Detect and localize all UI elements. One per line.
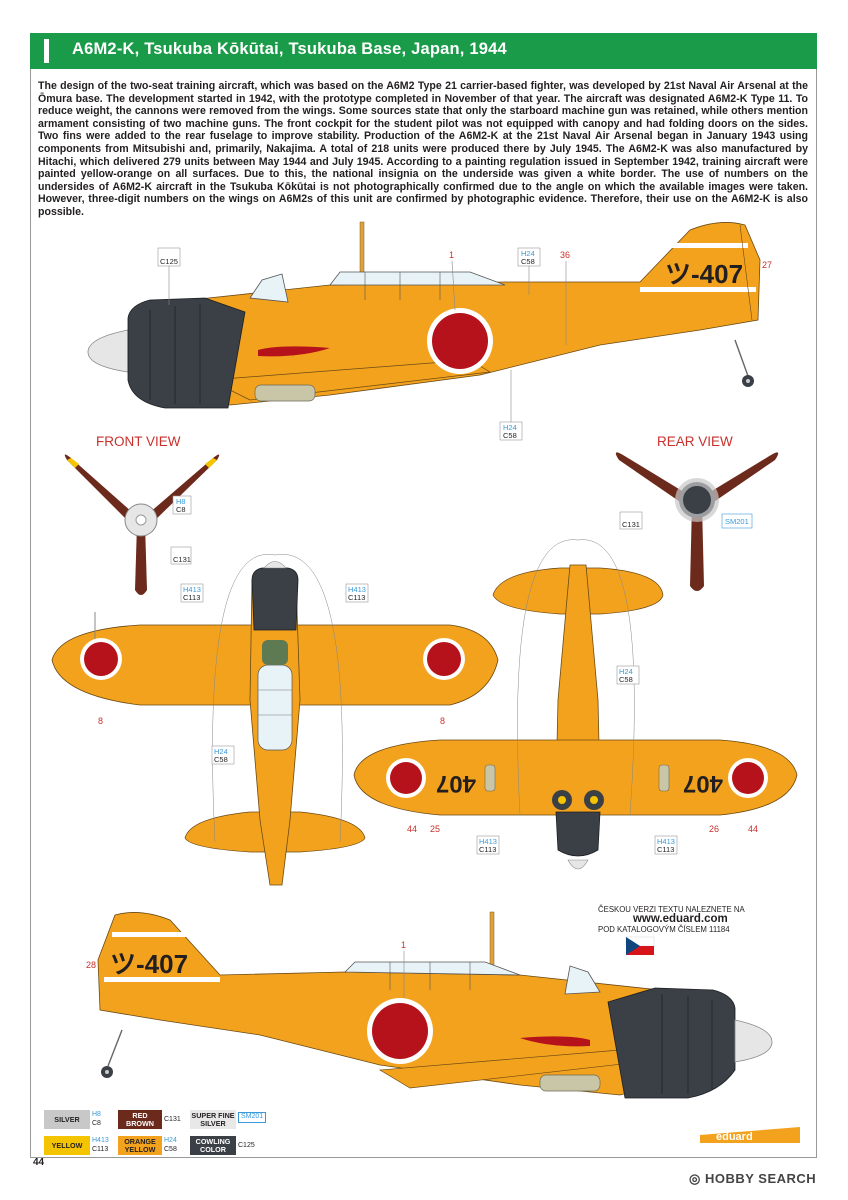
callout-sm201: SM201 (725, 517, 749, 526)
legend-swatch-super-fine-silver: SUPER FINE SILVER (190, 1110, 236, 1129)
callout-8-right: 8 (440, 716, 445, 726)
wing-code-right: 407 (683, 770, 723, 797)
side-profile-right: ツ-407 (97, 911, 773, 1099)
czech-note-line1: ČESKOU VERZI TEXTU NALEZNETE NA (598, 905, 745, 914)
callout-h413-bottom-left: H413 (479, 837, 497, 846)
propeller-rear-view (615, 452, 779, 591)
callouts-top-profile: C125 1 H24 C58 36 27 H24 C58 (157, 247, 772, 441)
propeller-front-view (64, 454, 220, 595)
callout-44-left: 44 (407, 824, 417, 834)
callout-h413-bottom-right: H413 (657, 837, 675, 846)
side-profile-left: ツ-407 (87, 221, 761, 409)
callout-h8: H8 (176, 497, 186, 506)
tail-code-left: ツ-407 (665, 259, 743, 289)
callout-c58-bottom-view: C58 (619, 675, 633, 684)
callout-1-bottom: 1 (401, 940, 406, 950)
svg-text:eduard: eduard (716, 1131, 753, 1143)
czech-note-line2: POD KATALOGOVÝM ČÍSLEM 11184 (598, 925, 730, 934)
callout-h24-bottom: H24 (503, 423, 517, 432)
eduard-logo: eduard (700, 1127, 800, 1143)
callout-h413-top-right: H413 (348, 585, 366, 594)
callout-c113-top-left: C113 (183, 593, 200, 602)
page-frame (30, 69, 817, 1158)
bottom-view-underside: 407 407 (353, 539, 798, 870)
callout-c131-front: C131 (173, 555, 191, 564)
hobby-search-watermark: ◎ HOBBY SEARCH (689, 1171, 817, 1186)
top-view-planform (51, 554, 499, 886)
czech-flag-icon (625, 936, 655, 955)
callout-h24: H24 (521, 249, 535, 258)
callout-c58-top: C58 (214, 755, 228, 764)
callout-1: 1 (449, 250, 454, 260)
legend-swatch-orange-yellow: ORANGE YELLOW (118, 1136, 162, 1155)
callout-c8: C8 (176, 505, 186, 514)
callout-h413-top-left: H413 (183, 585, 201, 594)
callout-c58-bottom: C58 (503, 431, 517, 440)
callout-c113-bottom-left: C113 (479, 845, 496, 854)
page-number: 44 (33, 1157, 45, 1168)
callout-8-left: 8 (98, 716, 103, 726)
page-title: A6M2-K, Tsukuba Kōkūtai, Tsukuba Base, J… (72, 40, 507, 58)
legend-code-red-brown: C131 (164, 1116, 181, 1123)
header-accent-bar (44, 39, 49, 63)
callout-44-right: 44 (748, 824, 758, 834)
callout-c125: C125 (160, 257, 178, 266)
callout-27: 27 (762, 260, 772, 270)
rear-view-label: REAR VIEW (657, 434, 733, 449)
wing-code-left: 407 (436, 770, 476, 797)
callout-25: 25 (430, 824, 440, 834)
eduard-url: www.eduard.com (632, 913, 728, 925)
legend-code-super-fine-silver: SM201 (238, 1112, 267, 1123)
czech-version-note: ČESKOU VERZI TEXTU NALEZNETE NA www.edua… (598, 905, 745, 934)
callout-c113-top-right: C113 (348, 593, 365, 602)
callout-c131-rear: C131 (622, 520, 640, 529)
tail-code-right: ツ-407 (110, 949, 188, 979)
description-text: The design of the two-seat training airc… (38, 80, 808, 218)
front-view-label: FRONT VIEW (96, 434, 181, 449)
callout-36: 36 (560, 250, 570, 260)
legend-swatch-cowling: COWLING COLOR (190, 1136, 236, 1155)
legend-swatch-yellow: YELLOW (44, 1136, 90, 1155)
callout-c113-bottom-right: C113 (657, 845, 674, 854)
callout-28: 28 (86, 960, 96, 970)
legend-swatch-silver: SILVER (44, 1110, 90, 1129)
legend-swatch-red-brown: RED BROWN (118, 1110, 162, 1129)
page-header: A6M2-K, Tsukuba Kōkūtai, Tsukuba Base, J… (30, 33, 817, 69)
callout-c58: C58 (521, 257, 535, 266)
callout-h24-bottom-view: H24 (619, 667, 633, 676)
callout-h24-top: H24 (214, 747, 228, 756)
callout-26: 26 (709, 824, 719, 834)
legend-code-cowling: C125 (238, 1142, 255, 1149)
